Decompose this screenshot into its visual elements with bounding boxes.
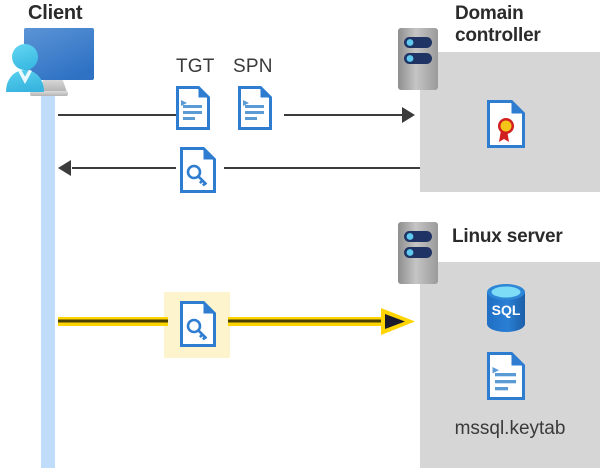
request-arrow-segment-right: [284, 114, 406, 116]
service-ticket-arrow-head: [381, 305, 415, 338]
service-ticket-document-key-icon: [180, 301, 216, 347]
keytab-filename-label: mssql.keytab: [454, 418, 566, 439]
request-arrow-segment-left: [58, 114, 176, 116]
spn-label: SPN: [233, 56, 273, 77]
response-arrow-segment-right: [224, 167, 420, 169]
service-ticket-arrow-segment-right: [228, 317, 387, 326]
svg-text:SQL: SQL: [492, 302, 521, 318]
linux-server-server-icon: [398, 222, 438, 284]
response-arrow-segment-left: [72, 167, 176, 169]
keytab-document-icon: [487, 352, 525, 400]
client-lifeline: [41, 88, 55, 468]
certificate-document-icon: [487, 100, 525, 148]
domain-controller-server-icon: [398, 28, 438, 90]
spn-document-lines-icon: [238, 86, 272, 130]
request-arrow-head: [402, 107, 415, 123]
tgt-document-lines-icon: [176, 86, 210, 130]
linux-server-title: Linux server: [452, 226, 563, 247]
client-title: Client: [28, 2, 83, 24]
sql-database-icon: SQL: [484, 284, 528, 332]
service-ticket-arrow-segment-left: [58, 317, 168, 326]
domain-controller-title: Domain controller: [455, 3, 541, 47]
tgt-label: TGT: [176, 56, 215, 77]
response-arrow-head: [58, 160, 71, 176]
client-computer-user-icon: [4, 26, 98, 100]
ticket-document-key-icon: [180, 147, 216, 193]
